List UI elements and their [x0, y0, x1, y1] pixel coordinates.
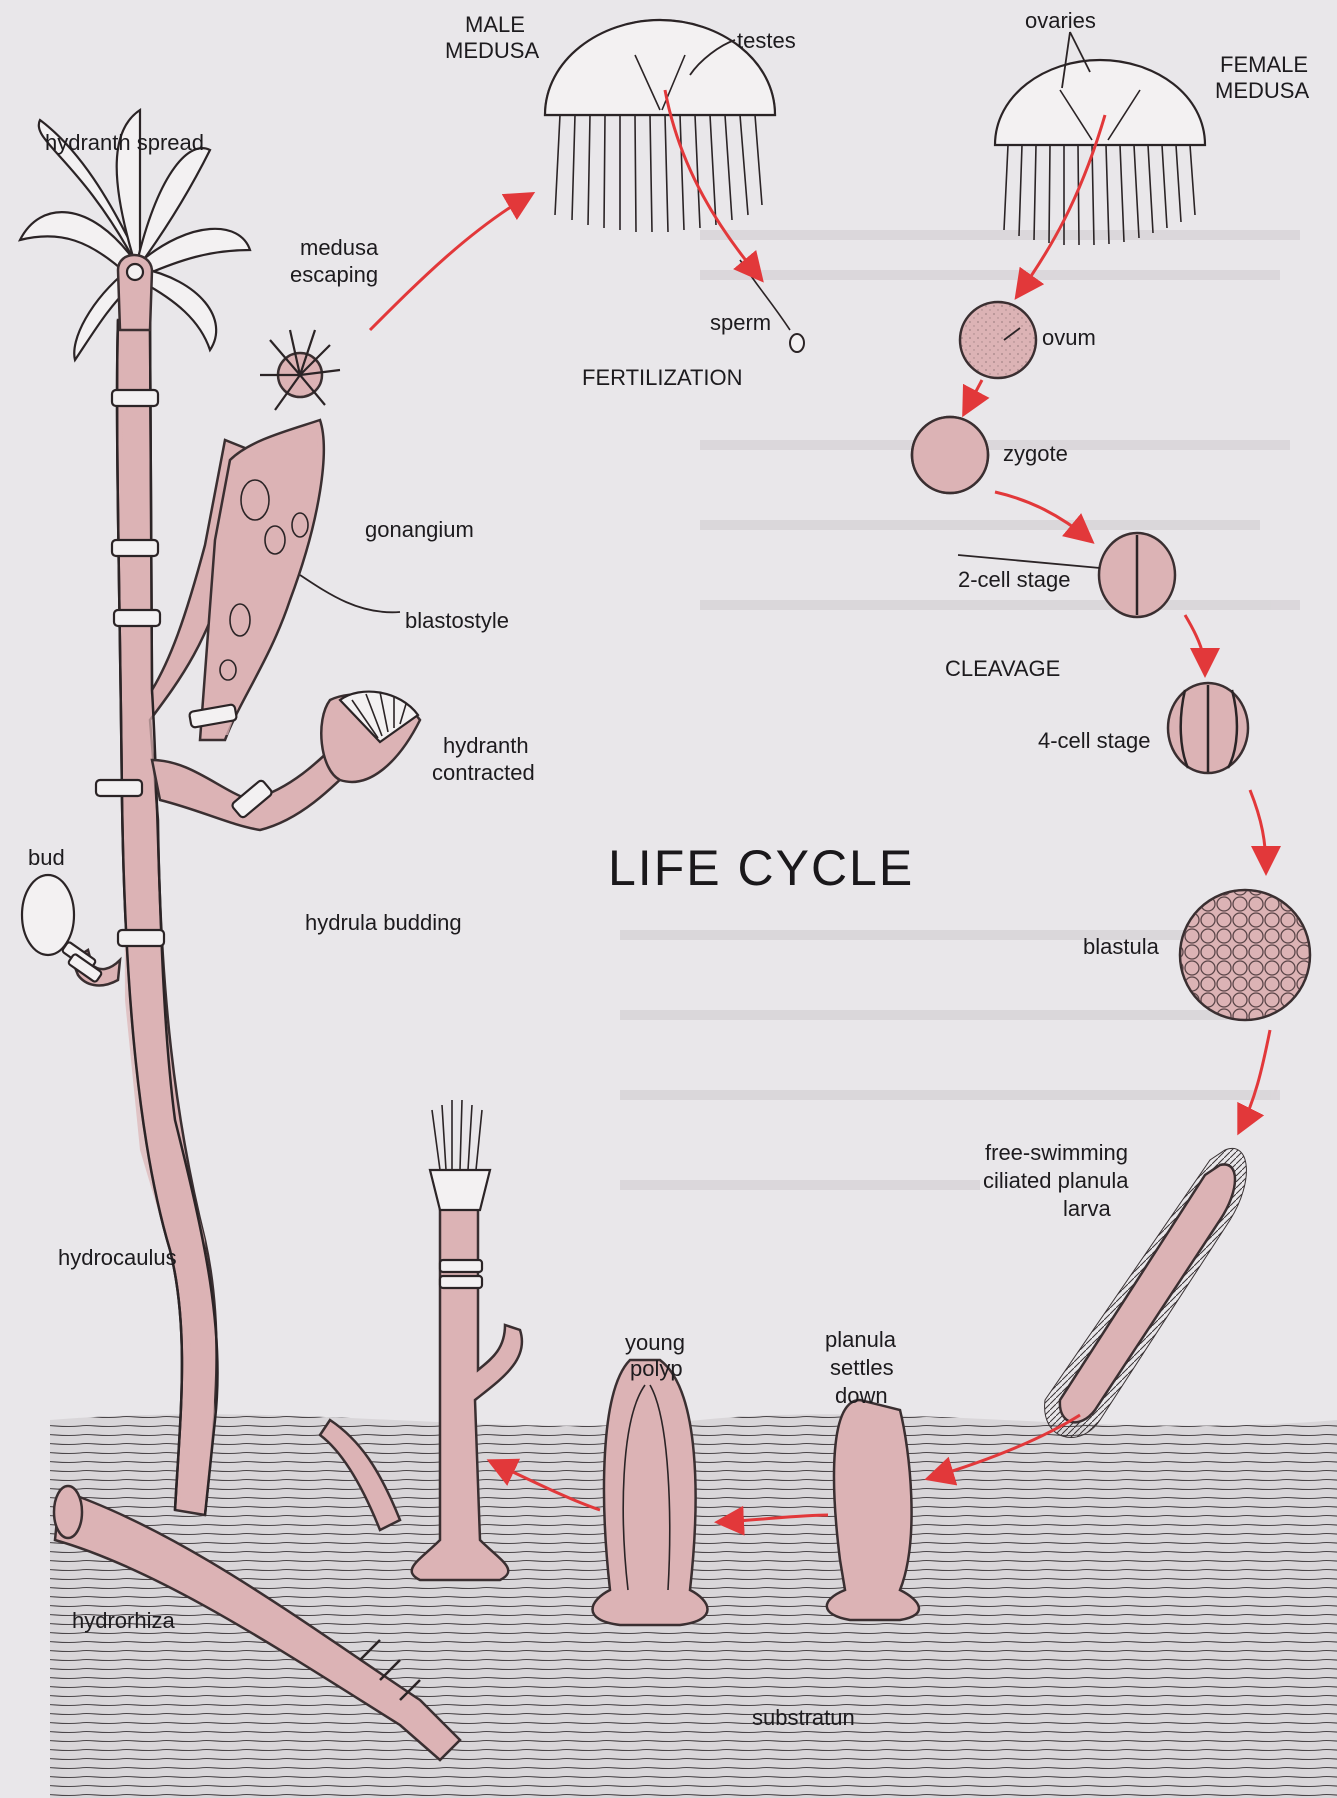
arrow-2cell-to-4cell — [1185, 615, 1205, 672]
label-planula-settles-1: planula — [825, 1327, 897, 1352]
label-sperm: sperm — [710, 310, 771, 335]
two-cell-stage — [1099, 533, 1175, 617]
zygote — [912, 417, 988, 493]
label-male-medusa-1: MALE — [465, 12, 525, 37]
arrow-blastula-to-planula — [1240, 1030, 1270, 1130]
label-female-medusa-2: MEDUSA — [1215, 78, 1309, 103]
label-planula-2: ciliated planula — [983, 1168, 1129, 1193]
label-cleavage: CLEAVAGE — [945, 656, 1060, 681]
label-planula-settles-3: down — [835, 1383, 888, 1408]
four-cell-stage — [1168, 683, 1248, 773]
label-hydrocaulus: hydrocaulus — [58, 1245, 177, 1270]
label-planula-3: larva — [1063, 1196, 1111, 1221]
arrow-ovum-to-zygote — [965, 380, 982, 412]
label-female-medusa-1: FEMALE — [1220, 52, 1308, 77]
label-blastostyle: blastostyle — [405, 608, 509, 633]
label-hydrorhiza: hydrorhiza — [72, 1608, 175, 1633]
label-hydrula-budding: hydrula budding — [305, 910, 462, 935]
label-4-cell-stage: 4-cell stage — [1038, 728, 1151, 753]
young-polyp — [593, 1360, 708, 1625]
label-hydranth-contracted-1: hydranth — [443, 733, 529, 758]
label-young-polyp-2: polyp — [630, 1356, 683, 1381]
label-testes: testes — [737, 28, 796, 53]
label-medusa-escaping-2: escaping — [290, 262, 378, 287]
diagram-title: LIFE CYCLE — [608, 840, 914, 896]
bud — [22, 875, 120, 985]
label-fertilization: FERTILIZATION — [582, 365, 743, 390]
label-ovum: ovum — [1042, 325, 1096, 350]
label-bud: bud — [28, 845, 65, 870]
label-young-polyp-1: young — [625, 1330, 685, 1355]
hydroid-colony — [20, 110, 420, 1515]
escaping-medusa — [260, 330, 340, 410]
hydrula-budding-branch — [96, 780, 142, 796]
ovum — [960, 302, 1036, 378]
label-hydranth-spread: hydranth spread — [45, 130, 204, 155]
label-2-cell-stage: 2-cell stage — [958, 567, 1071, 592]
label-substratun: substratun — [752, 1705, 855, 1730]
label-ovaries: ovaries — [1025, 8, 1096, 33]
label-gonangium: gonangium — [365, 517, 474, 542]
label-planula-1: free-swimming — [985, 1140, 1128, 1165]
arrow-escape-to-male-medusa — [370, 195, 530, 330]
label-hydranth-contracted-2: contracted — [432, 760, 535, 785]
label-zygote: zygote — [1003, 441, 1068, 466]
label-blastula: blastula — [1083, 934, 1160, 959]
label-male-medusa-2: MEDUSA — [445, 38, 539, 63]
arrow-zygote-to-2cell — [995, 492, 1090, 540]
arrow-4cell-to-blastula — [1250, 790, 1266, 870]
label-planula-settles-2: settles — [830, 1355, 894, 1380]
female-medusa — [995, 60, 1205, 245]
blastula — [1180, 890, 1310, 1020]
label-medusa-escaping-1: medusa — [300, 235, 379, 260]
